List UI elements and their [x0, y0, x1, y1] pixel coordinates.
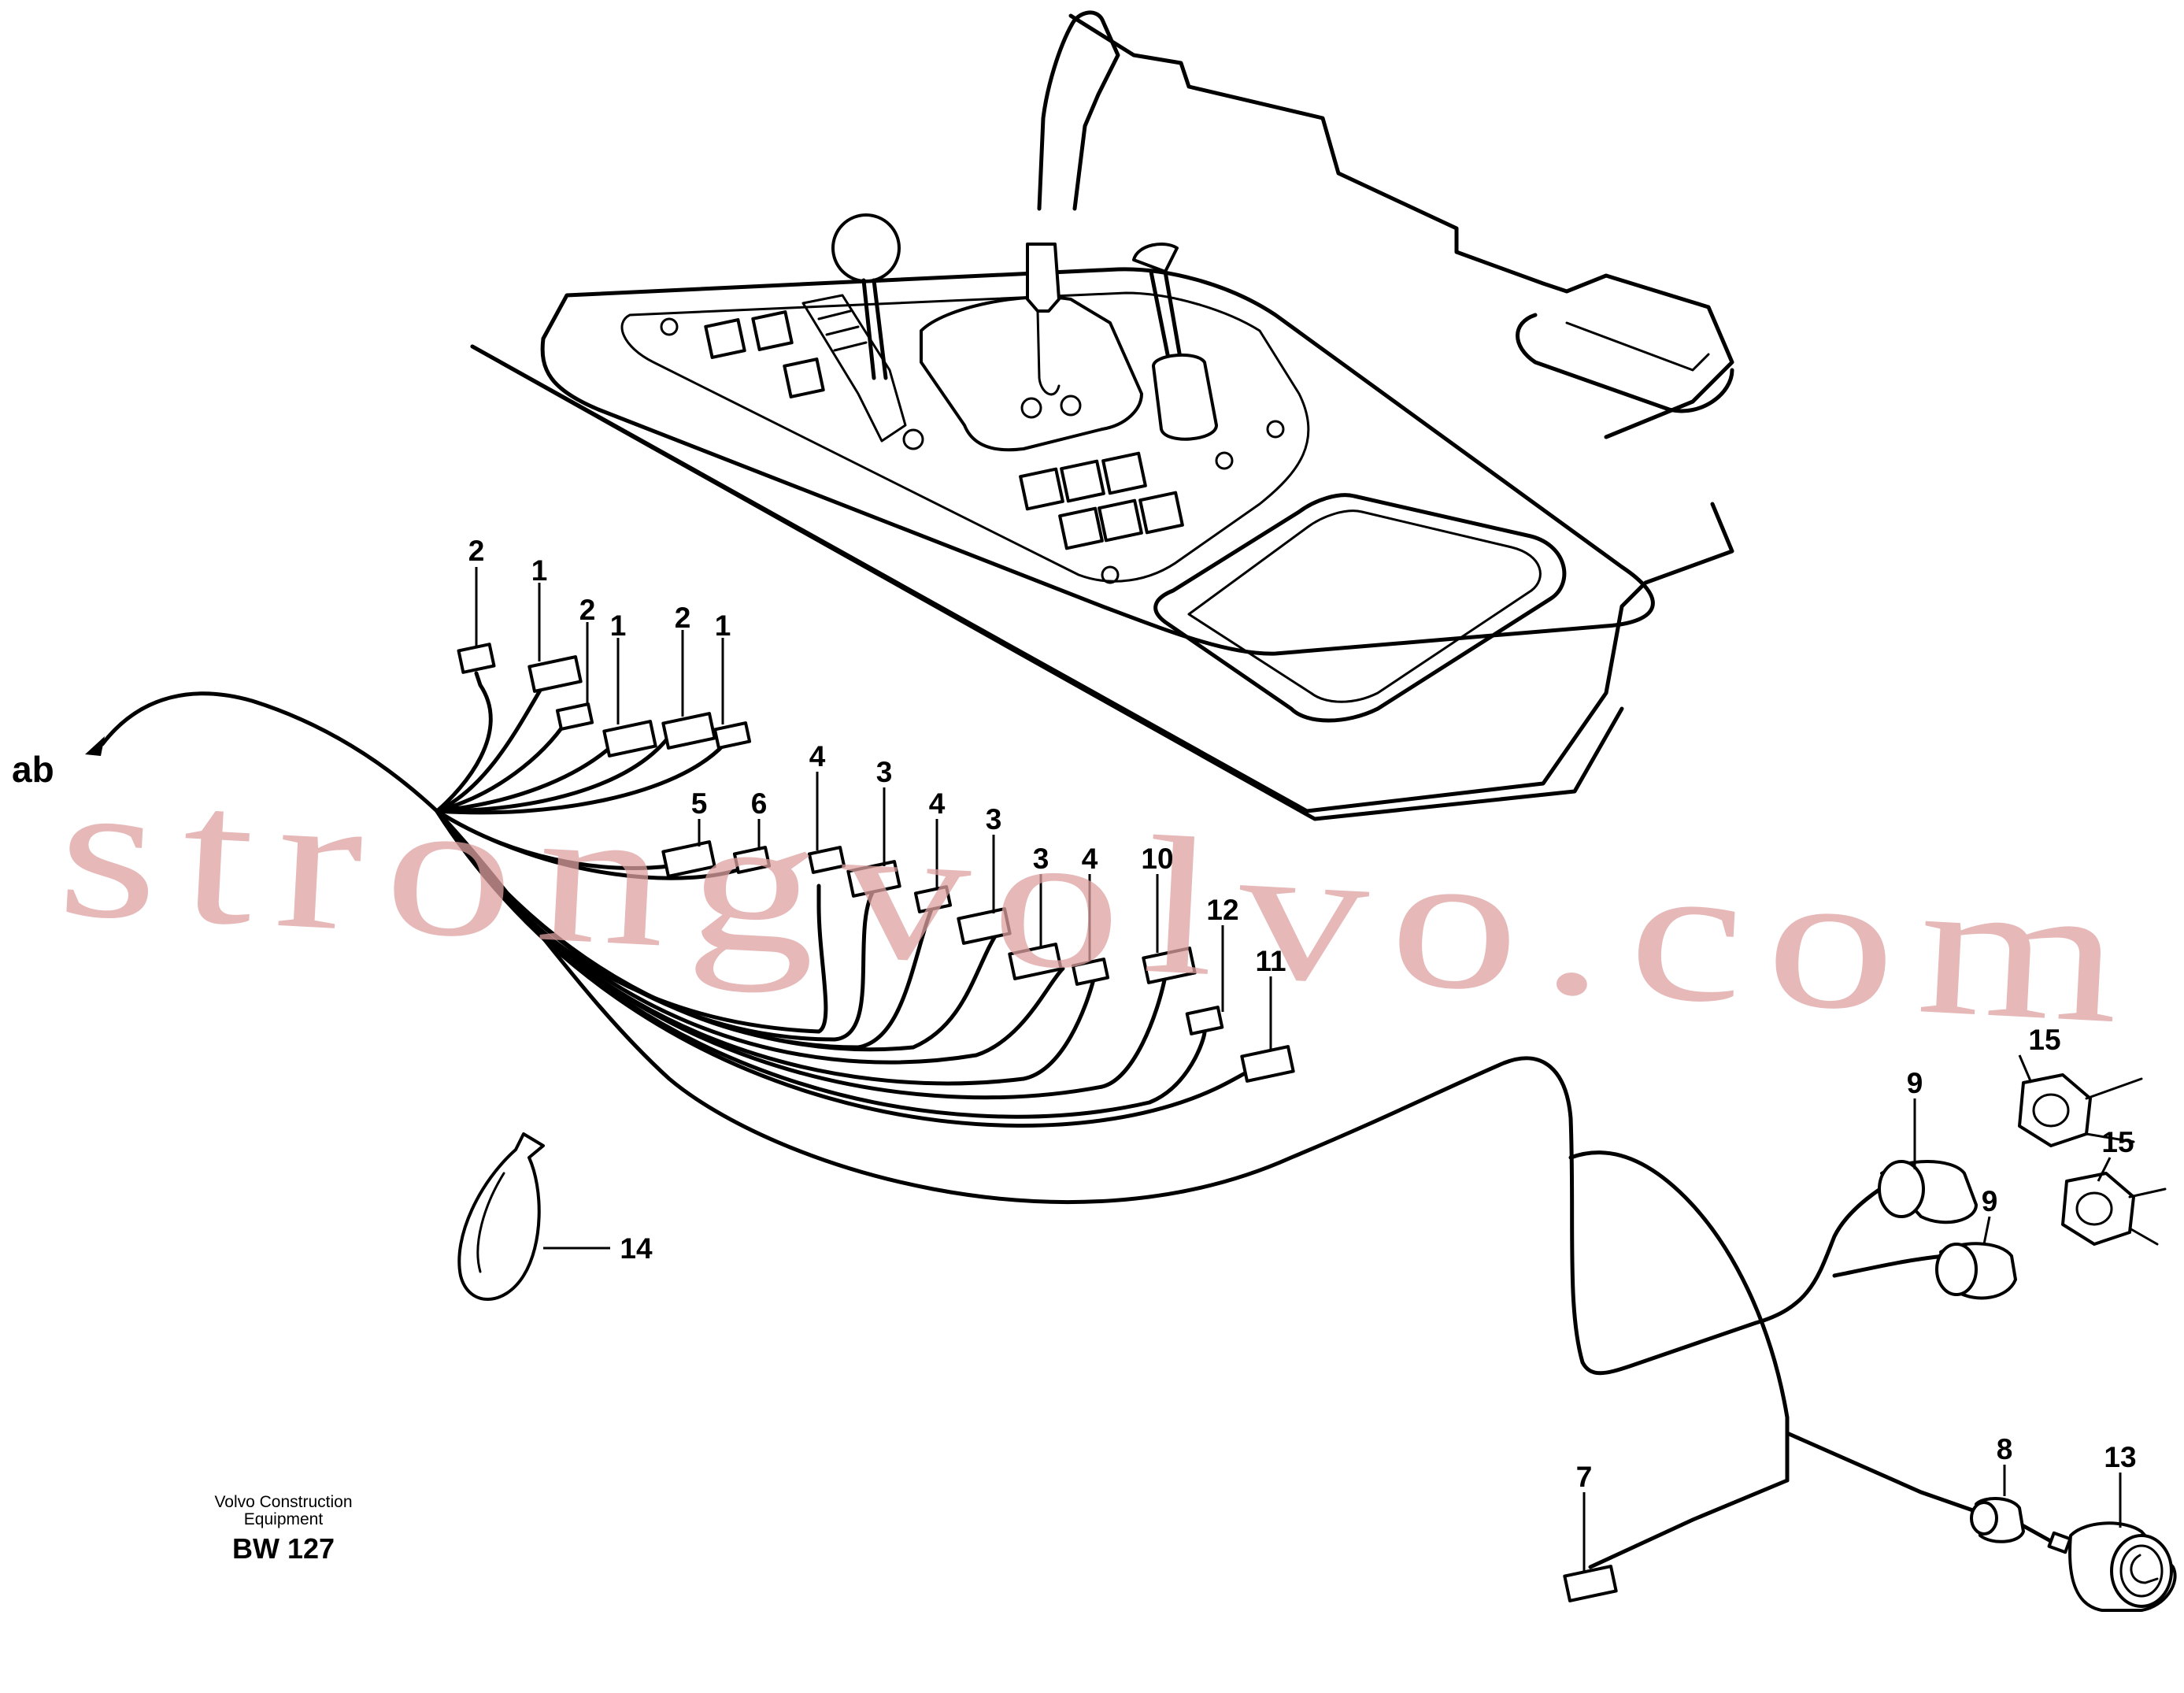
- footer-line2: Equipment: [244, 1510, 324, 1528]
- callouts: 2 1 2 1 2 1 5 6 4 3 4 3 3 4 10 12 11 14 …: [12, 535, 2137, 1571]
- callout-8: 8: [1997, 1433, 2013, 1465]
- callout-3a: 3: [876, 756, 893, 788]
- footer: Volvo Construction Equipment BW 127: [214, 1493, 352, 1565]
- callout-1c: 1: [715, 609, 731, 642]
- callout-9b: 9: [1982, 1185, 1998, 1217]
- callout-9a: 9: [1907, 1067, 1923, 1099]
- callout-4c: 4: [1082, 843, 1098, 875]
- callout-10: 10: [1141, 843, 1173, 875]
- callout-13: 13: [2104, 1441, 2136, 1473]
- callout-15b: 15: [2101, 1126, 2134, 1158]
- callout-12: 12: [1206, 894, 1238, 926]
- callout-15a: 15: [2028, 1024, 2060, 1056]
- footer-code: BW 127: [232, 1532, 335, 1565]
- callout-2c: 2: [675, 602, 691, 634]
- callout-14: 14: [620, 1232, 653, 1265]
- callout-3b: 3: [986, 803, 1002, 835]
- callout-5: 5: [691, 787, 708, 820]
- callout-6: 6: [751, 787, 768, 820]
- callout-2b: 2: [579, 594, 596, 626]
- callout-4b: 4: [929, 787, 946, 820]
- footer-line1: Volvo Construction: [214, 1493, 352, 1511]
- callout-2a: 2: [468, 535, 485, 567]
- control-console: [470, 10, 1734, 821]
- reference-label-ab: ab: [12, 749, 54, 790]
- callout-1a: 1: [531, 554, 548, 587]
- callout-1b: 1: [610, 609, 627, 642]
- callout-3c: 3: [1033, 843, 1049, 875]
- wiring-harness: [100, 671, 2057, 1569]
- watermark: strongvolvo.com: [54, 739, 2149, 1066]
- connectors: [457, 643, 2177, 1612]
- callout-7: 7: [1576, 1461, 1593, 1493]
- callout-11: 11: [1255, 945, 1286, 977]
- callout-4a: 4: [809, 740, 826, 772]
